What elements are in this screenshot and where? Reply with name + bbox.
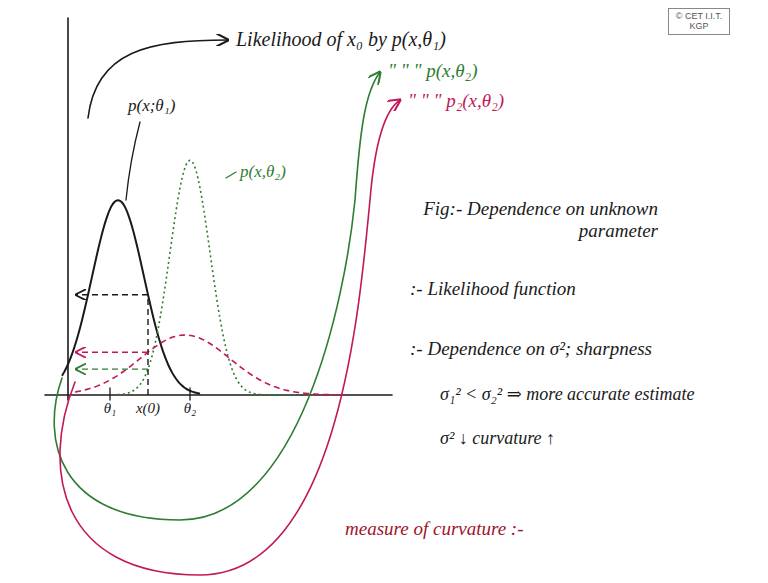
note-text: " " " p(x,θ₂) [388,60,477,82]
guide-line [76,352,148,353]
note-text: :- Dependence on σ²; sharpness [410,338,652,360]
x-axis [45,394,392,396]
density-curve [118,160,300,395]
axis-label: x(0) [136,400,160,417]
guide-line [76,294,148,295]
guide-line [76,368,148,369]
watermark-text: © CET I.I.T. KGP [672,11,726,32]
note-text: " " " p₂(x,θ₂) [408,90,504,112]
axis-label: θ₁ [104,400,117,417]
note-text: σ₁² < σ₂² ⇒ more accurate estimate [440,384,695,405]
note-text: Likelihood of x₀ by p(x,θ₁) [236,28,446,51]
note-text: σ² ↓ curvature ↑ [440,428,555,449]
curve-label: p(x,θ₂) [240,162,286,182]
note-text: :- Likelihood function [410,278,576,300]
density-curve [75,335,345,395]
pointer-arrow [54,72,380,520]
watermark-box: © CET I.I.T. KGP [668,8,730,35]
figure-caption: Fig:- Dependence on unknown parameter [388,198,658,242]
leader-line [126,122,140,200]
pointer-arrow [60,100,400,575]
pointer-arrow [88,40,228,118]
note-text: measure of curvature :- [345,518,524,540]
curve-label: p(x;θ₁) [128,96,175,116]
leader-line [226,172,236,178]
guide-line [147,295,148,395]
y-axis [67,18,69,400]
axis-label: θ₂ [184,400,197,417]
tick [109,388,110,400]
density-curve [62,200,200,393]
